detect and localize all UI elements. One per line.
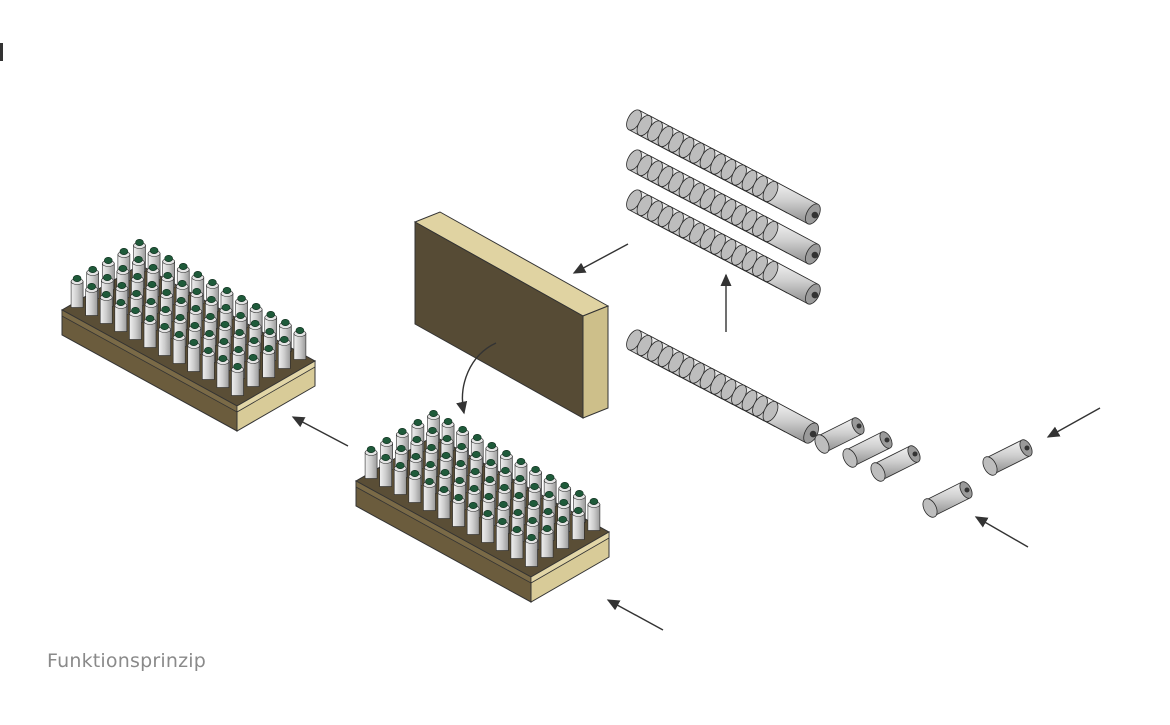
bottle-icon	[408, 469, 422, 503]
bottle-icon	[379, 453, 392, 487]
arrow-icon	[606, 599, 664, 631]
bottle-icon	[187, 338, 201, 372]
cylinder-icon	[842, 431, 893, 468]
cylinder-icon	[814, 417, 865, 454]
cylinder-icon	[922, 481, 973, 518]
caption: Funktionsprinzip	[47, 650, 206, 672]
bottle-icon	[129, 306, 142, 340]
curved-arrow-icon	[456, 342, 497, 415]
bottle-icon	[481, 509, 495, 543]
finished-tray	[60, 239, 317, 432]
bottle-icon	[423, 477, 436, 511]
bottle-icon	[556, 515, 570, 549]
bottle-icon	[364, 445, 378, 479]
cylinder-icon	[762, 220, 821, 265]
cylinder-row	[626, 329, 819, 444]
bottle-icon	[587, 497, 601, 531]
bottle-icon	[540, 524, 554, 558]
bottle-icon	[85, 282, 98, 316]
cylinder-icon	[982, 439, 1033, 476]
bottle-icon	[172, 330, 186, 364]
cylinder-icon	[762, 260, 821, 305]
bottle-icon	[262, 344, 276, 378]
bottle-icon	[99, 290, 113, 324]
bottle-icon	[246, 353, 260, 387]
single-cylinders	[814, 417, 1033, 518]
bottle-icon	[525, 533, 538, 567]
arrow-icon	[572, 243, 629, 274]
bottle-icon	[293, 326, 307, 360]
arrows	[291, 243, 1101, 631]
bottle-icon	[510, 525, 524, 559]
bottle-icon	[143, 314, 157, 348]
bottle-icon	[202, 346, 215, 380]
bottle-icon	[393, 461, 407, 495]
bottle-icon	[278, 335, 291, 369]
block-side	[582, 305, 609, 419]
bottle-icon	[216, 354, 230, 388]
arrow-icon	[974, 516, 1029, 548]
bottle-icon	[158, 322, 171, 356]
corner-mark	[0, 43, 3, 61]
bottle-icon	[437, 485, 451, 519]
arrow-icon	[291, 416, 349, 447]
cylinder-icon	[762, 400, 819, 444]
cardboard-block	[413, 211, 610, 419]
cylinder-icon	[762, 180, 821, 225]
bottle-icon	[466, 501, 480, 535]
bottle-icon	[231, 362, 244, 396]
bottle-icon	[452, 493, 465, 527]
cylinder-icon	[870, 445, 921, 482]
bottle-icon	[496, 517, 509, 551]
bottle-icon	[70, 274, 84, 308]
arrow-icon	[1046, 407, 1101, 438]
bottle-icon	[572, 506, 585, 540]
bottle-icon	[114, 298, 128, 332]
stacked-cylinders	[626, 109, 821, 305]
filling-tray	[354, 409, 611, 603]
